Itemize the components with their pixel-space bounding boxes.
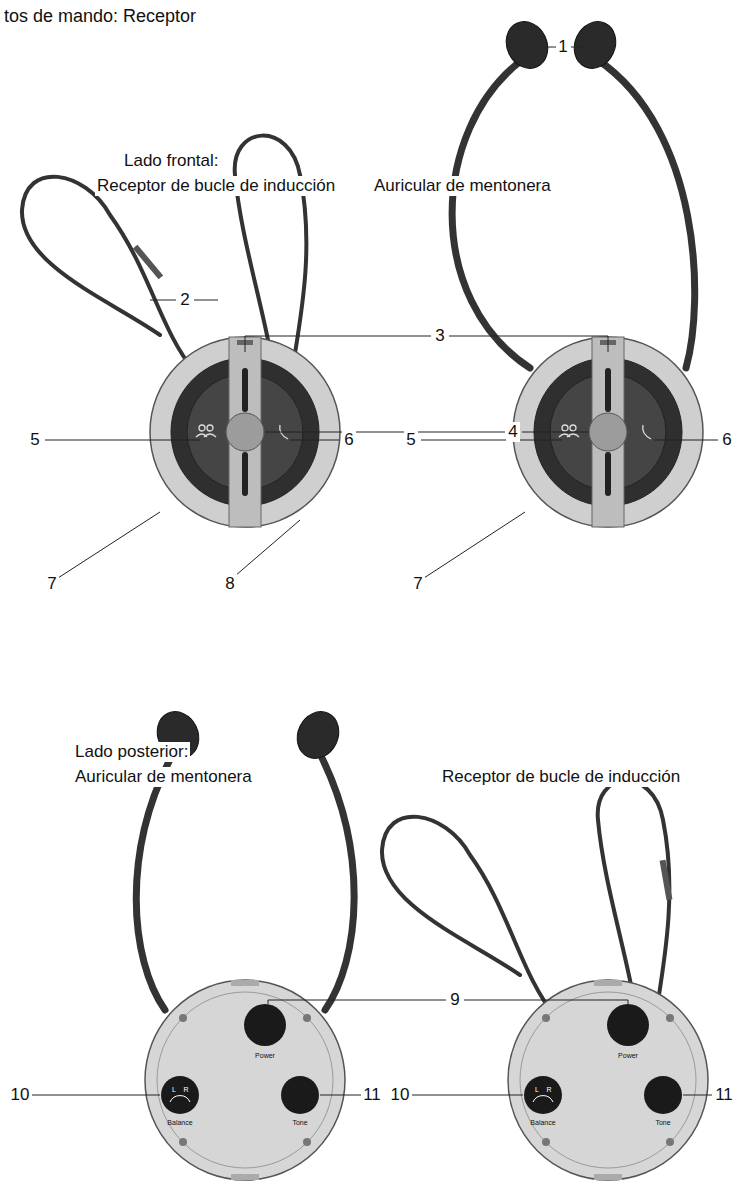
- control-marking: Balance: [167, 1119, 192, 1126]
- callout-number: 6: [342, 430, 355, 450]
- control-marking: Tone: [292, 1119, 307, 1126]
- callout-number: 5: [404, 430, 417, 450]
- control-marking: Power: [618, 1052, 638, 1059]
- view-heading: Lado frontal:: [122, 151, 221, 171]
- control-marking: R: [546, 1086, 551, 1093]
- control-marking: L: [535, 1086, 539, 1093]
- callout-number: 11: [361, 1085, 383, 1105]
- control-marking: R: [183, 1086, 188, 1093]
- view-heading: Receptor de bucle de inducción: [95, 176, 337, 196]
- view-heading: Auricular de mentonera: [73, 767, 254, 787]
- view-heading: Lado posterior:: [73, 742, 190, 762]
- callout-number: 8: [223, 574, 236, 594]
- control-marking: Tone: [655, 1119, 670, 1126]
- callout-number: 3: [433, 326, 446, 346]
- view-heading: Auricular de mentonera: [372, 176, 553, 196]
- page-title: tos de mando: Receptor: [4, 6, 196, 27]
- callout-number: 10: [9, 1085, 32, 1105]
- callout-number: 2: [178, 290, 191, 310]
- view-heading: Receptor de bucle de inducción: [440, 767, 682, 787]
- callout-number: 6: [720, 430, 733, 450]
- callout-number: 7: [45, 574, 58, 594]
- callout-number: 4: [506, 422, 519, 442]
- callout-number: 7: [411, 574, 424, 594]
- callout-number: 11: [713, 1085, 735, 1105]
- callout-number: 5: [28, 430, 41, 450]
- callout-number: 1: [556, 37, 569, 57]
- callout-number: 10: [389, 1085, 412, 1105]
- callout-number: 9: [448, 990, 461, 1010]
- control-marking: L: [172, 1086, 176, 1093]
- control-marking: Balance: [530, 1119, 555, 1126]
- control-marking: Power: [255, 1052, 275, 1059]
